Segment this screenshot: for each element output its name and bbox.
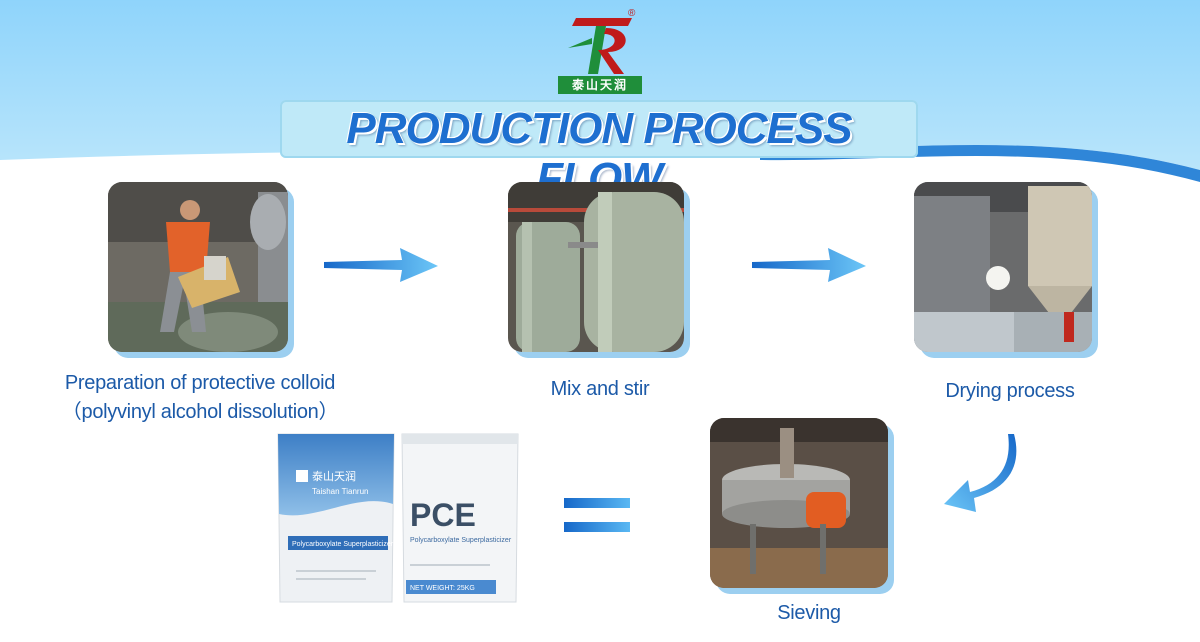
company-logo: 泰山天润 [558,8,642,94]
bag-2: PCE Polycarboxylate Superplasticizer NET… [401,433,519,603]
step-4-caption: Sieving [777,602,841,624]
bag2-big-text: PCE [410,497,476,533]
product-bags: 泰山天润 Taishan Tianrun Polycarboxylate Sup… [276,430,520,606]
title-banner: PRODUCTION PROCESS FLOW [280,100,918,203]
logo-caption: 泰山天润 [558,76,642,94]
step-3-caption: Drying process [945,380,1075,402]
flow-arrow-right-1 [324,248,438,282]
bag2-product: Polycarboxylate Superplasticizer [410,537,512,544]
logo-mark-icon [568,18,632,74]
step-1-photo [108,182,288,352]
registered-mark: ® [628,8,636,19]
bag2-weight: NET WEIGHT: 25KG [410,585,475,592]
flow-arrow-down-left [944,434,1017,512]
step-2-caption: Mix and stir [550,378,650,400]
step-4-photo [710,418,888,588]
flow-arrow-right-2 [752,248,866,282]
step-1-label: Preparation of protective colloid [64,372,336,394]
bag1-brand-en: Taishan Tianrun [312,487,368,496]
equals-icon [564,498,630,532]
step-3-photo [914,182,1092,352]
step-2-photo [508,182,684,352]
bag1-brand-cn: 泰山天润 [312,469,356,483]
step-1-sublabel: （polyvinyl alcohol dissolution） [61,401,339,423]
bag-1: 泰山天润 Taishan Tianrun Polycarboxylate Sup… [277,433,395,603]
step-1-caption: Preparation of protective colloid （polyv… [20,372,380,424]
bag1-product: Polycarboxylate Superplasticizer [292,541,394,548]
